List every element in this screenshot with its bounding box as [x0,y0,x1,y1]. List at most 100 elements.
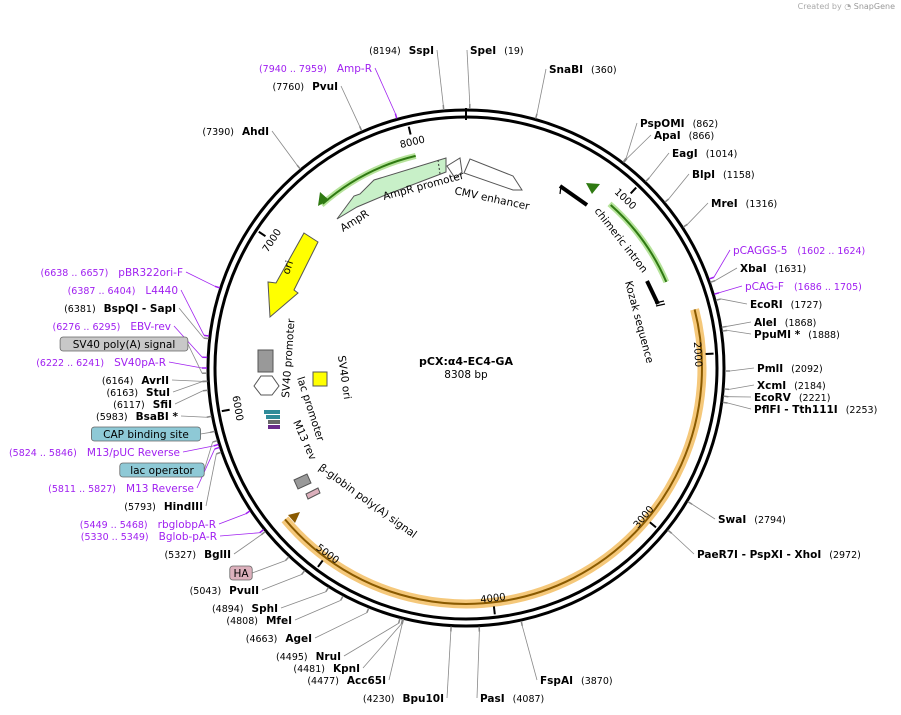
tick-label-6000: 6000 [229,395,244,422]
primer-pos: (6638 .. 6657) [40,268,108,279]
enzyme-name: AvrII [141,375,169,387]
enzyme-pos: (4894) [212,604,244,615]
primer-name: pCAG-F [745,281,784,293]
leader-pmli [729,367,755,372]
site-mark-ahdi [296,164,301,170]
leader-xcmi [729,384,755,390]
leader-primer-pbr322ori-f [185,271,216,287]
enzyme-name: PaeR7I - PspXI - XhoI [697,549,821,561]
enzyme-fspai: FspAI(3870) [540,675,613,687]
enzyme-pos: (2253) [846,405,878,416]
primer-name: SV40pA-R [114,357,166,369]
enzyme-pos: (6163) [106,388,138,399]
tick-label-8000: 8000 [399,135,426,152]
ampr-promoter-arrow [446,157,463,179]
site-mark-nrui [397,618,401,624]
label-sv40-ori: SV40 ori [335,355,353,400]
enzyme-spei: SpeI(19) [470,45,524,57]
enzyme-sfii: (6117)SfiI [113,399,172,411]
leader-fspai [521,625,538,681]
enzyme-name: XbaI [740,263,767,275]
leader-apai [626,134,652,159]
enzyme-snabi: SnaBI(360) [549,64,617,76]
site-mark-bspqi-sapi [203,337,209,340]
feature-box-sv40-poly-a-signal [59,336,189,352]
enzyme-sphi: (4894)SphI [212,603,278,615]
enzyme-pos: (8194) [369,46,401,57]
primer-name: rbglobpA-R [158,519,216,531]
enzyme-name: PmlI [757,363,783,375]
enzyme-name: PvuI [312,81,338,93]
site-mark-bglii [260,531,266,536]
site-mark-apai [623,158,628,164]
chimeric-intron-head [586,183,600,194]
enzyme-pos: (4087) [513,694,545,705]
enzyme-name: AleI [754,317,777,329]
enzyme-name: BglII [204,549,231,561]
enzyme-xbai: XbaI (1631) [740,263,806,275]
enzyme-pos: (2092) [791,364,823,375]
leader-mfei [294,599,341,621]
tick-mark-8000 [407,126,412,135]
enzyme-pos: (1316) [746,199,778,210]
enzyme-name: SfiI [153,399,172,411]
credit: Created by ◔ SnapGene [798,2,895,11]
enzyme-hindiii: (5793)HindIII [124,501,203,513]
enzyme-name: MreI [711,198,738,210]
enzyme-bspqi-sapi: (6381) BspQI - SapI [64,303,176,315]
site-labels: SpeI(19)SnaBI(360)PspOMI(862)ApaI(866)Ea… [9,45,877,705]
leader-xbai [714,267,738,281]
leader-blpi [668,173,690,200]
leader-sphi [280,591,326,609]
credit-prefix: Created by [797,2,842,11]
enzyme-alei: AleI(1868) [754,317,816,329]
ori-arrow [267,232,319,319]
leader-bpu10i [446,631,452,699]
site-mark-primer-pcaggs-5 [708,276,715,280]
primer-pcaggs-5: pCAGGS-5(1602 .. 1624) [733,245,865,257]
kozak-marker [645,280,660,305]
enzyme-name: EcoRI [750,299,783,311]
enzyme-pos: (4663) [246,634,278,645]
enzyme-pos: (1631) [775,264,807,275]
enzyme-pos: (5983) [96,412,128,423]
enzyme-name: PpuMI * [754,329,801,341]
enzyme-pos: (6381) [64,304,96,315]
primer-pos: (6222 .. 6241) [36,358,104,369]
ampr-outer-arc [322,154,416,205]
enzyme-pos: (866) [689,131,715,142]
tick-mark-3000 [649,521,657,529]
site-mark-agei [366,607,370,613]
feature-box-cap-binding-site [91,426,201,442]
leader-primer-bglob-pa-r [219,532,260,537]
site-mark-primer-l4440 [203,334,210,337]
enzyme-pos: (4495) [276,652,308,663]
enzyme-ecorv: EcoRV(2221) [754,392,830,404]
enzyme-eagi: EagI(1014) [672,148,737,160]
ampr-arrow [336,157,447,220]
enzyme-pspomi: PspOMI(862) [640,118,718,130]
leader-kpni [362,623,402,669]
primer-pos: (1686 .. 1705) [794,282,862,293]
feature-arcs [281,152,707,609]
credit-brand: SnapGene [853,2,895,11]
primer-pos: (5811 .. 5827) [48,484,116,495]
enzyme-paer7i-pspxi-xhoi: PaeR7I - PspXI - XhoI(2972) [697,549,861,561]
primer-pos: (6276 .. 6295) [53,322,121,333]
leader-alei [726,321,752,327]
enzyme-blpi: BlpI(1158) [692,169,755,181]
site-mark-feature-lac-operator [212,439,218,443]
feature-cap-binding-site: CAP binding site [103,429,189,441]
enzyme-pos: (360) [591,65,617,76]
enzyme-name: PvuII [229,585,259,597]
leader-nrui [343,622,399,657]
enzyme-pflfi-tth111i: PflFI - Tth111I(2253) [754,404,877,416]
enzyme-kpni: (4481)KpnI [293,663,360,675]
leader-hindiii [205,453,217,507]
enzyme-name: NruI [316,651,341,663]
primer-name: EBV-rev [130,321,171,333]
enzyme-name: BspQI - SapI [104,303,176,315]
tick-mark-6000 [221,408,230,413]
site-mark-pflfi-tth111i [722,401,728,404]
primer-name: Bglob-pA-R [159,531,217,543]
